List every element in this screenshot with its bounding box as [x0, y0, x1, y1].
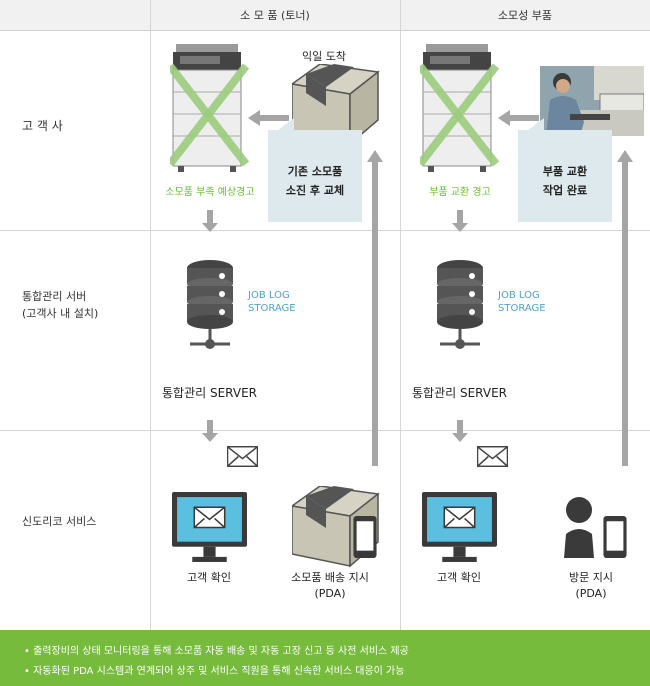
pda-icon	[353, 516, 377, 558]
arrival-label: 익일 도착	[302, 50, 346, 63]
storage-line1: JOB LOG	[498, 290, 540, 301]
visit-line1: 방문 지시	[569, 571, 613, 584]
row-label-server-line1: 통합관리 서버	[22, 290, 87, 303]
divider	[150, 0, 151, 630]
visit-instruction-label: 방문 지시 (PDA)	[546, 570, 636, 602]
callout-line1: 기존 소모품	[287, 165, 343, 178]
server-label: 통합관리 SERVER	[162, 386, 257, 400]
printer-icon	[170, 44, 250, 173]
arrow-up-icon	[367, 150, 383, 466]
row-label-server: 통합관리 서버 (고객사 내 설치)	[0, 288, 150, 322]
bullet: •	[24, 646, 30, 657]
arrow-left-icon	[248, 110, 289, 126]
part-callout: 부품 교환 작업 완료	[518, 118, 612, 222]
part-warning-label: 부품 교환 경고	[429, 187, 491, 198]
pda-icon	[603, 516, 627, 558]
printer-icon	[420, 44, 500, 173]
server-icon	[186, 260, 235, 351]
column-header-parts: 소모성 부품	[400, 0, 650, 31]
bullet: •	[24, 666, 30, 677]
arrow-up-icon	[617, 150, 633, 466]
delivery-line2: (PDA)	[314, 587, 346, 600]
footer-line-1: • 출력장비의 상태 모니터링을 통해 소모품 자동 배송 및 자동 고장 신고…	[24, 642, 409, 657]
consumable-callout: 기존 소모품 소진 후 교체	[268, 118, 362, 222]
arrow-left-icon	[498, 110, 539, 126]
storage-line2: STORAGE	[498, 303, 546, 314]
row-label-service: 신도리코 서비스	[22, 515, 97, 528]
divider	[0, 430, 650, 431]
delivery-line1: 소모품 배송 지시	[291, 571, 369, 584]
row-label-customer: 고 객 사	[22, 119, 63, 133]
technician-person-icon	[564, 497, 594, 558]
monitor-icon	[422, 492, 497, 562]
footer-text-2: 자동화된 PDA 시스템과 연계되어 상주 및 서비스 직원을 통해 신속한 서…	[33, 666, 405, 677]
callout-line2: 작업 완료	[542, 184, 588, 197]
server-label: 통합관리 SERVER	[412, 386, 507, 400]
consumable-warning-label: 소모품 부족 예상경고	[165, 187, 255, 198]
arrow-down-icon	[452, 210, 468, 232]
storage-line2: STORAGE	[248, 303, 296, 314]
monitor-icon	[172, 492, 247, 562]
job-log-storage-label: JOB LOG STORAGE	[248, 289, 296, 315]
footer-line-2: • 자동화된 PDA 시스템과 연계되어 상주 및 서비스 직원을 통해 신속한…	[24, 662, 404, 677]
technician-photo	[540, 66, 644, 136]
visit-line2: (PDA)	[575, 587, 607, 600]
arrow-down-icon	[202, 210, 218, 232]
callout-line1: 부품 교환	[542, 165, 588, 178]
column-header-consumables: 소 모 품 (토너)	[150, 0, 400, 31]
delivery-instruction-label: 소모품 배송 지시 (PDA)	[280, 570, 380, 602]
arrow-down-icon	[452, 420, 468, 442]
footer-banner: • 출력장비의 상태 모니터링을 통해 소모품 자동 배송 및 자동 고장 신고…	[0, 630, 650, 686]
divider	[400, 0, 401, 630]
customer-confirm-label: 고객 확인	[437, 571, 481, 584]
divider	[0, 230, 650, 231]
callout-line2: 소진 후 교체	[285, 184, 345, 197]
envelope-icon	[227, 446, 258, 467]
column-header-empty	[0, 0, 150, 31]
job-log-storage-label: JOB LOG STORAGE	[498, 289, 546, 315]
customer-confirm-label: 고객 확인	[187, 571, 231, 584]
arrow-down-icon	[202, 420, 218, 442]
envelope-icon	[477, 446, 508, 467]
footer-text-1: 출력장비의 상태 모니터링을 통해 소모품 자동 배송 및 자동 고장 신고 등…	[33, 646, 409, 657]
server-icon	[436, 260, 485, 351]
storage-line1: JOB LOG	[248, 290, 290, 301]
row-label-server-line2: (고객사 내 설치)	[22, 307, 99, 320]
